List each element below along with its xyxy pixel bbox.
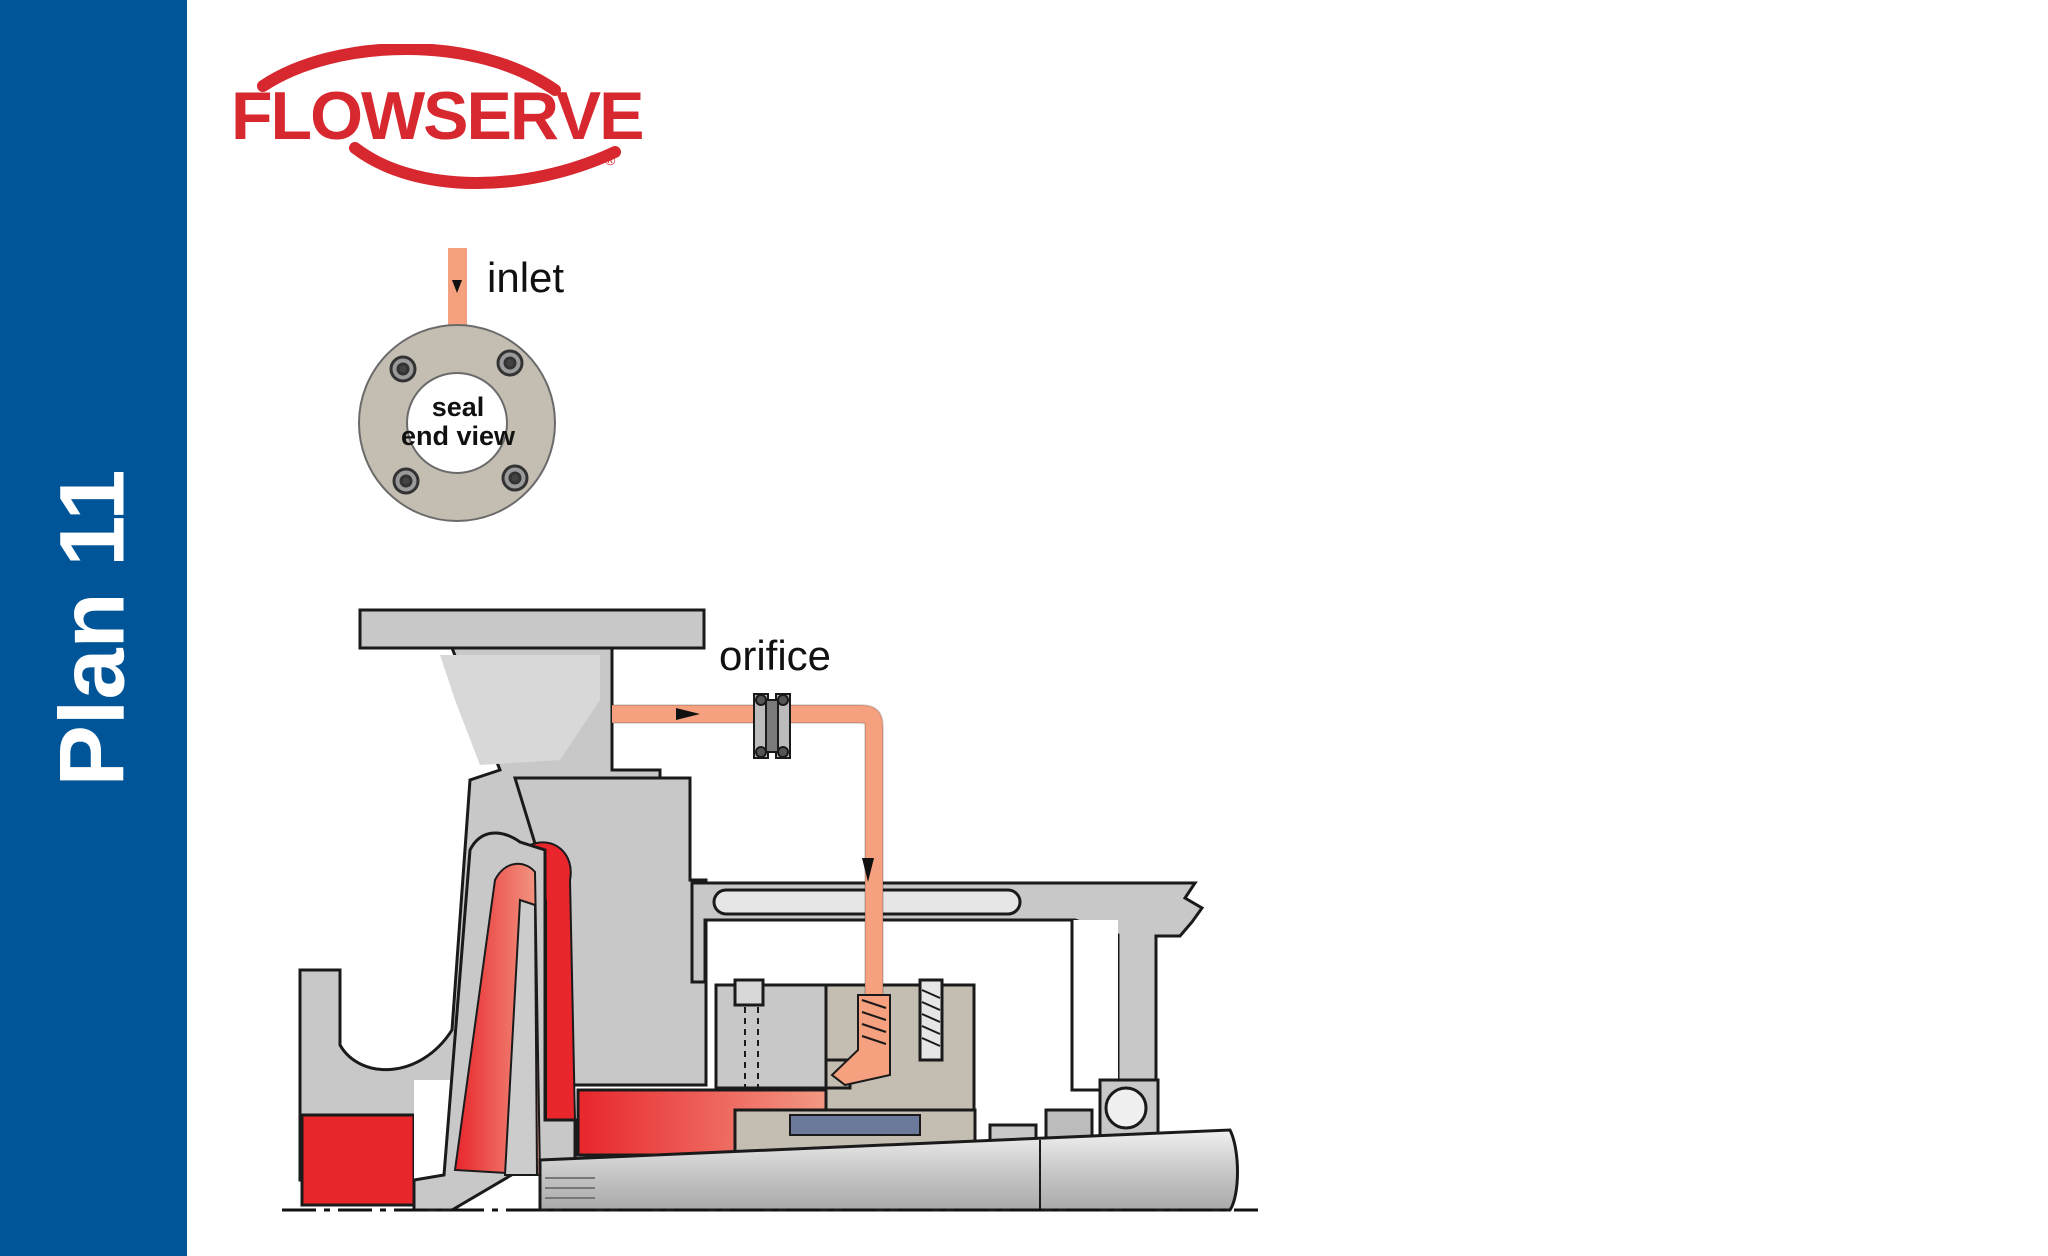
flowserve-logo: FLOWSERVE ®: [225, 44, 645, 194]
logo-wordmark: FLOWSERVE: [231, 78, 644, 154]
flow-arrow-right-icon: [676, 708, 700, 720]
bolt-group-icon: [389, 349, 529, 495]
seal-end-view-line1: seal: [431, 392, 485, 422]
ball-bearing-icon: [1104, 1086, 1148, 1130]
orifice-label: orifice: [719, 632, 832, 679]
plan-sidebar: Plan 11: [0, 0, 187, 1256]
seal-face: [789, 1114, 921, 1136]
inlet-arrow-icon: [452, 280, 462, 293]
seal-end-view-line2: end view: [400, 421, 516, 451]
seal-gland: [714, 978, 1038, 1162]
orifice-fitting: [753, 693, 791, 759]
gland-bolt-right: [918, 978, 944, 1062]
seal-end-view-label: seal end view: [372, 393, 544, 451]
stuffing-box: [412, 776, 708, 1212]
seal-end-view: [358, 248, 556, 522]
inlet-label: inlet: [487, 254, 565, 301]
flush-line: [612, 704, 891, 1087]
bearing-frame: [690, 881, 1205, 1146]
volute-fluid: [300, 1113, 416, 1207]
pump-shaft: [538, 1128, 1239, 1212]
flow-arrow-down-icon: [862, 858, 874, 882]
logo-swoosh-icon: [257, 44, 621, 189]
seal-bore: [406, 372, 508, 474]
gland-bolt-left: [733, 978, 765, 1007]
logo-trademark: ®: [605, 152, 616, 168]
discharge-flange: [358, 608, 706, 650]
